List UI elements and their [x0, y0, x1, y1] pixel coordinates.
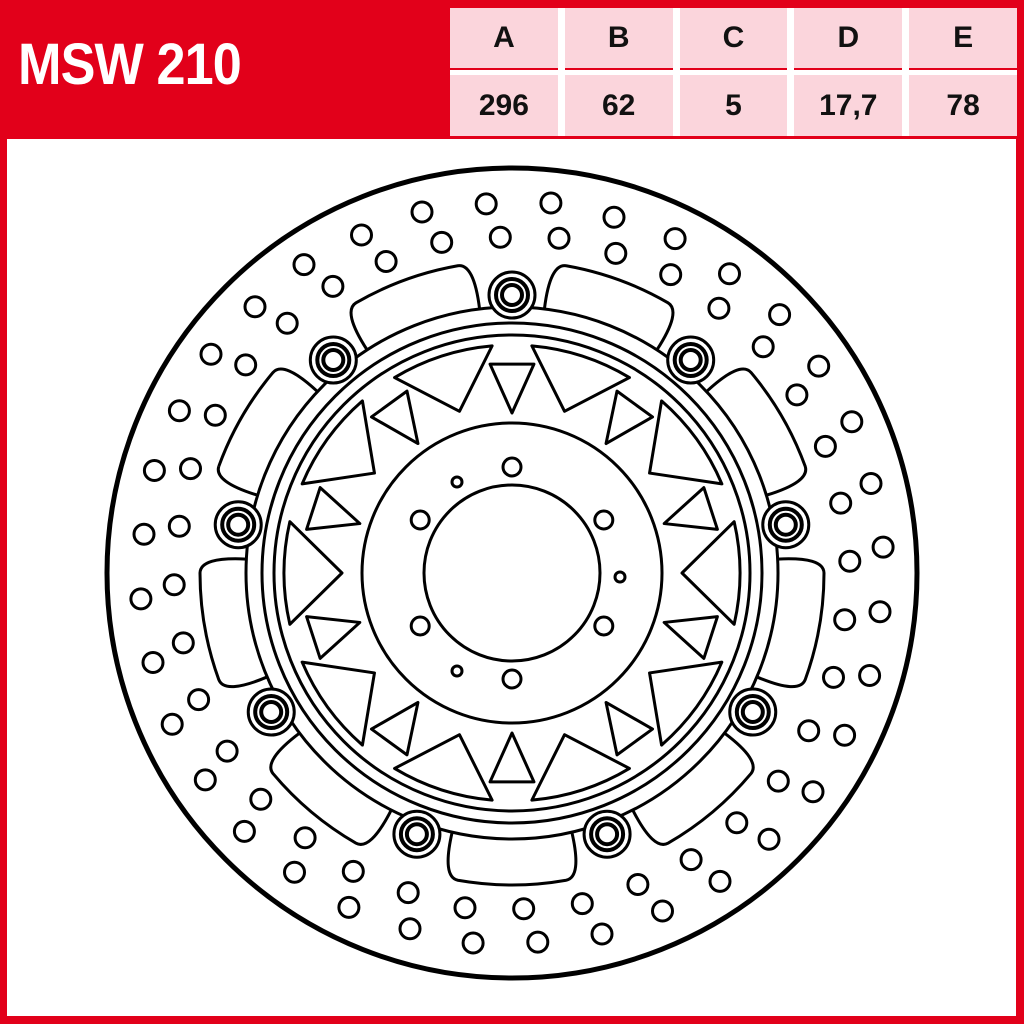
- value-b: 62: [564, 75, 673, 136]
- value-c: 5: [679, 75, 788, 136]
- dimension-table: A B C D E 296 62 5 17,7 78: [447, 8, 1017, 136]
- header-c: C: [679, 8, 788, 70]
- header-b: B: [564, 8, 673, 70]
- header-d: D: [794, 8, 903, 70]
- product-code-title: MSW 210: [18, 32, 242, 97]
- header-a: A: [450, 8, 558, 70]
- brake-disc-drawing: [7, 139, 1016, 1016]
- value-a: 296: [450, 75, 558, 136]
- header-e: E: [909, 8, 1017, 70]
- value-d: 17,7: [794, 75, 903, 136]
- value-e: 78: [909, 75, 1017, 136]
